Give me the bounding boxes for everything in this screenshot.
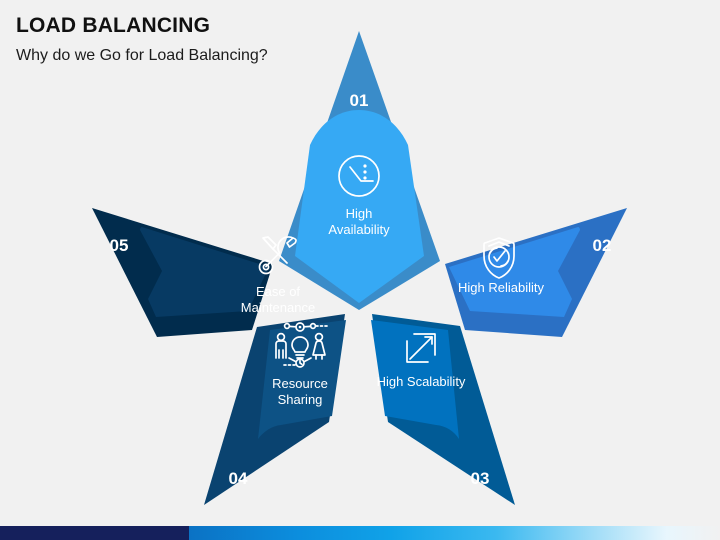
footer-gradient-block: [189, 526, 720, 540]
star-segment-05[interactable]: 05 Ease of Maintenance: [92, 208, 315, 337]
segment-04-label-line1: Resource: [272, 376, 328, 391]
segment-01-inner: [295, 110, 424, 303]
segment-02-label-line1: High Reliability: [458, 280, 544, 295]
segment-02-inner: [449, 227, 580, 317]
footer-navy-block: [0, 526, 189, 540]
segment-04-number: 04: [229, 469, 248, 488]
segment-01-number: 01: [350, 91, 369, 110]
segment-05-inner: [140, 227, 269, 317]
segment-05-label-line2: Maintenance: [241, 300, 315, 315]
star-segment-02[interactable]: 02 High Reliability: [445, 208, 627, 337]
segment-03-label-line1: High Scalability: [377, 374, 466, 389]
team-lightbulb-network-icon: [275, 322, 328, 368]
segment-03-inner: [371, 320, 459, 439]
page-title: LOAD BALANCING: [16, 14, 211, 37]
segment-01-label-line2: Availability: [328, 222, 390, 237]
segment-05-number: 05: [110, 236, 129, 255]
segment-01-label-line1: High: [346, 206, 373, 221]
star-segment-01[interactable]: 01 High Availability: [279, 31, 440, 310]
shield-check-refresh-icon: [483, 237, 515, 279]
star-segment-03[interactable]: 03 High Scalability: [371, 314, 515, 505]
segment-02-number: 02: [593, 236, 612, 255]
segment-04-label-line2: Sharing: [278, 392, 323, 407]
page-subtitle: Why do we Go for Load Balancing?: [16, 47, 268, 64]
screwdriver-wrench-icon: [258, 236, 297, 275]
footer-bar: [0, 526, 720, 540]
star-segment-04[interactable]: 04: [204, 314, 346, 505]
expand-arrow-icon: [406, 333, 436, 363]
star-infographic: 01 High Availability 02: [80, 18, 640, 518]
speed-clock-icon: [338, 155, 380, 197]
segment-05-label-line1: Ease of: [256, 284, 300, 299]
segment-03-number: 03: [471, 469, 490, 488]
